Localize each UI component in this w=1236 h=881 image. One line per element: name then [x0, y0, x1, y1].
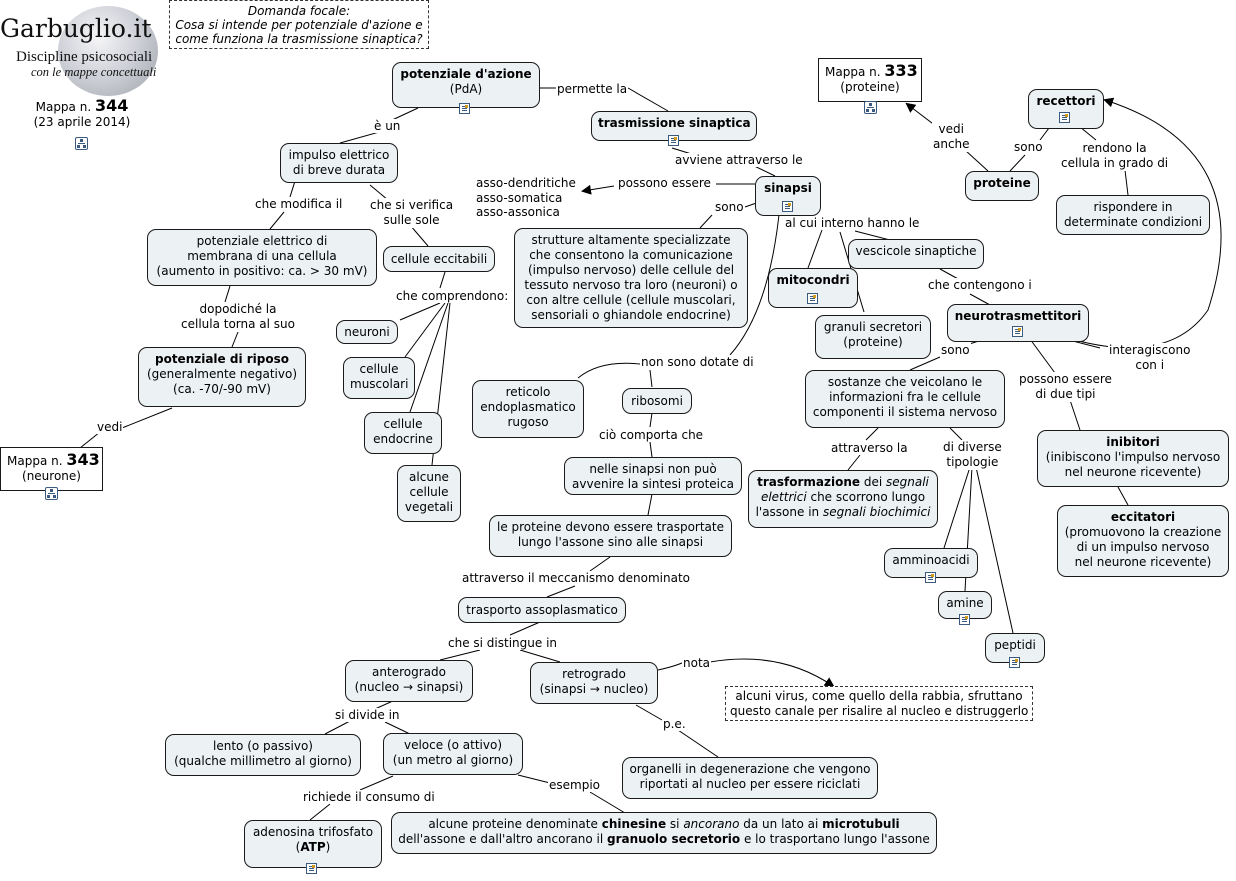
note-icon[interactable]	[668, 135, 679, 146]
map-link-icon[interactable]	[45, 487, 58, 500]
node-anterogrado[interactable]: anterogrado(nucleo → sinapsi)	[345, 660, 473, 702]
note-icon[interactable]	[1009, 657, 1020, 668]
link-esempio: esempio	[548, 778, 601, 792]
logo-globe	[58, 6, 158, 96]
node-cellule-eccitabili[interactable]: cellule eccitabili	[383, 246, 495, 272]
link-e-un: è un	[373, 119, 402, 133]
link-si-divide: si divide in	[334, 708, 401, 722]
node-granuli-secretori[interactable]: granuli secretori(proteine)	[815, 315, 931, 359]
link-attraverso-la: attraverso la	[830, 441, 909, 455]
map-link-icon[interactable]	[864, 101, 877, 114]
node-proteine[interactable]: proteine	[965, 171, 1039, 201]
node-atp[interactable]: adenosina trifosfato(ATP)	[244, 820, 382, 868]
link-sono: sono	[1013, 140, 1044, 154]
node-sinapsi[interactable]: sinapsi	[755, 176, 821, 216]
node-potenziale-azione[interactable]: potenziale d'azione(PdA)	[392, 62, 540, 108]
node-mappa-333[interactable]: Mappa n. 333(proteine)	[818, 58, 922, 102]
node-retrogrado[interactable]: retrogrado(sinapsi → nucleo)	[530, 662, 658, 704]
logo-subtitle: Discipline psicosociali	[16, 49, 153, 65]
link-sono-sinapsi: sono	[714, 200, 745, 214]
link-avviene: avviene attraverso le	[674, 153, 804, 167]
node-lento[interactable]: lento (o passivo)(qualche millimetro al …	[165, 734, 361, 776]
node-chinesine[interactable]: alcune proteine denominate chinesine si …	[391, 812, 937, 854]
map-link-icon[interactable]	[75, 137, 88, 150]
link-si-distingue: che si distingue in	[447, 636, 559, 650]
link-al-cui-interno: al cui interno hanno le	[784, 216, 921, 230]
node-trasporto-assoplasmatico[interactable]: trasporto assoplasmatico	[458, 597, 626, 623]
note-icon[interactable]	[807, 293, 818, 304]
node-neuroni[interactable]: neuroni	[336, 320, 398, 344]
note-icon[interactable]	[1012, 326, 1023, 337]
node-potenziale-riposo[interactable]: potenziale di riposo(generalmente negati…	[138, 347, 306, 407]
note-icon[interactable]	[959, 614, 970, 625]
link-sono-neuro: sono	[940, 343, 971, 357]
link-vedi: vedi	[96, 420, 124, 434]
note-icon[interactable]	[925, 572, 936, 583]
node-mitocondri[interactable]: mitocondri	[768, 268, 858, 308]
logo-title: Garbuglio.it	[0, 14, 152, 43]
link-meccanismo: attraverso il meccanismo denominato	[461, 571, 691, 585]
node-ribosomi[interactable]: ribosomi	[622, 388, 692, 414]
link-nota: nota	[682, 656, 712, 670]
link-possono-essere: possono essere	[617, 176, 712, 190]
node-mappa-343[interactable]: Mappa n. 343(neurone)	[0, 447, 103, 491]
focus-question: Domanda focale: Cosa si intende per pote…	[169, 0, 429, 49]
link-richiede: richiede il consumo di	[302, 790, 436, 804]
map-number-header: Mappa n. 344 (23 aprile 2014)	[33, 96, 131, 130]
note-icon[interactable]	[1059, 112, 1070, 123]
link-cio-comporta: ciò comporta che	[598, 428, 705, 442]
note-icon[interactable]	[782, 201, 793, 212]
link-che-comprendono: che comprendono:	[395, 289, 510, 303]
node-vescicole[interactable]: vescicole sinaptiche	[848, 239, 984, 269]
logo-tagline: con le mappe concettuali	[31, 65, 157, 79]
link-permette-la: permette la	[556, 82, 629, 96]
node-veloce[interactable]: veloce (o attivo)(un metro al giorno)	[383, 733, 523, 775]
link-non-sono-dotate: non sono dotate di	[640, 355, 755, 369]
note-icon[interactable]	[306, 863, 317, 874]
link-che-contengono: che contengono i	[927, 278, 1033, 292]
link-pe: p.e.	[662, 717, 687, 731]
note-virus: alcuni virus, come quello della rabbia, …	[725, 686, 1033, 721]
node-recettori[interactable]: recettori	[1028, 89, 1104, 129]
link-che-modifica: che modifica il	[254, 197, 344, 211]
note-icon[interactable]	[459, 103, 470, 114]
